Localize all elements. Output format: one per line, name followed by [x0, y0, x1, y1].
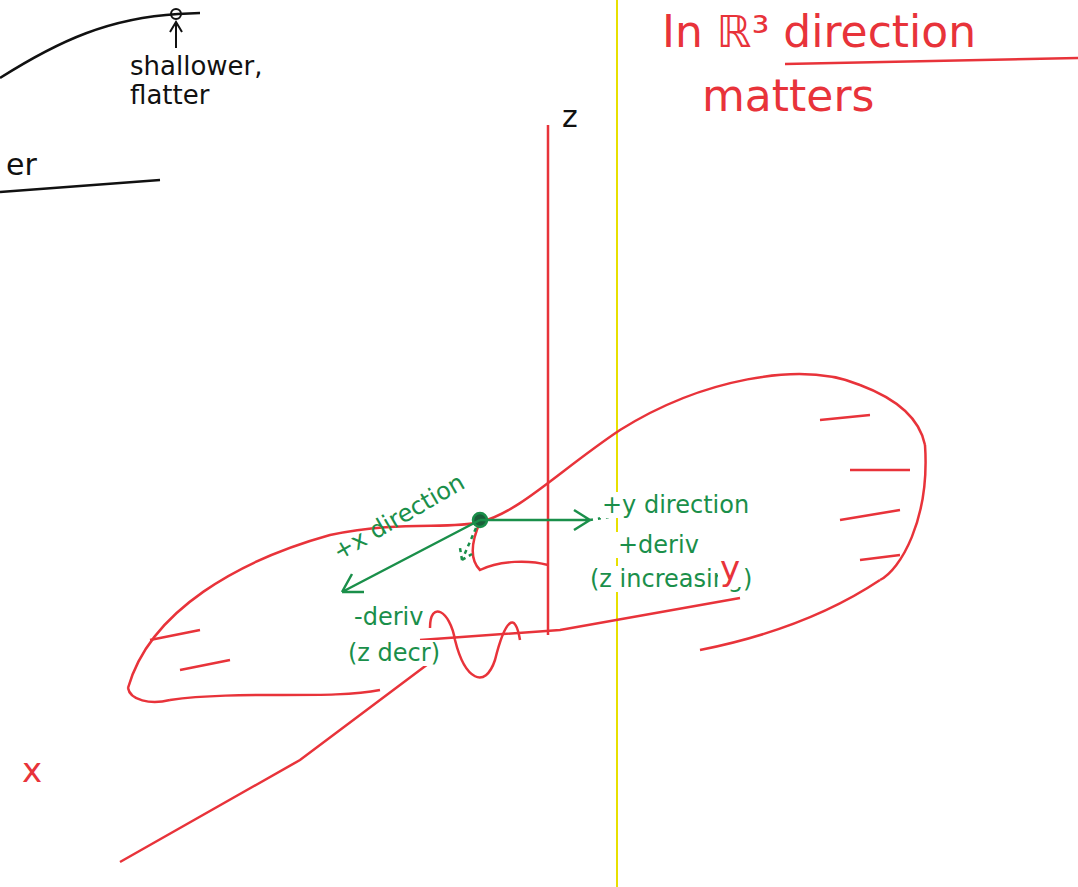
x-axis: [120, 655, 440, 862]
axis-label: z: [560, 100, 580, 133]
guide-line: [616, 0, 618, 887]
underline: [785, 58, 1078, 64]
note-text: er: [4, 148, 39, 181]
pointer-arrow: [170, 22, 182, 48]
direction-label: -deriv: [352, 604, 425, 630]
direction-label: +x direction: [327, 468, 471, 566]
note-text: shallower, flatter: [128, 52, 264, 109]
axis-label: y: [718, 550, 742, 587]
direction-label: +y direction: [600, 492, 751, 518]
direction-label: (z decr): [346, 640, 442, 666]
y-axis: [420, 598, 740, 640]
z-axis: [547, 125, 550, 635]
heading-text: In ℝ³ direction: [660, 8, 978, 56]
point: [171, 9, 181, 19]
axis-label: x: [20, 752, 44, 789]
direction-label: +deriv: [616, 532, 701, 558]
underline: [0, 180, 160, 192]
heading-text: matters: [700, 72, 876, 120]
saddle-surface: [128, 374, 926, 702]
